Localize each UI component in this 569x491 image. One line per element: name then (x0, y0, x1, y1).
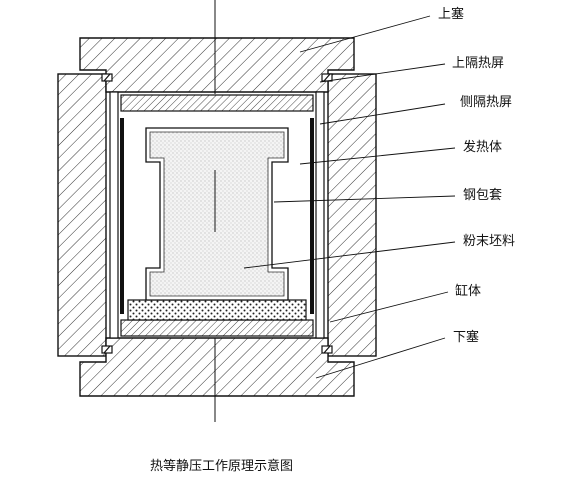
powder-blank (149, 131, 285, 297)
label-side-heat-shield: 侧隔热屏 (460, 95, 513, 110)
bottom-block (127, 299, 307, 321)
upper-heat-shield (120, 94, 314, 112)
label-powder-blank: 粉末坯料 (463, 234, 516, 249)
lower-plug (79, 337, 355, 397)
label-upper-heat-shield: 上隔热屏 (452, 56, 505, 71)
label-lower-plug: 下塞 (453, 330, 480, 345)
label-upper-plug: 上塞 (438, 7, 465, 22)
seal-rings (101, 73, 333, 354)
heater (120, 118, 314, 314)
lower-heat-shield (120, 319, 314, 337)
label-cylinder: 缸体 (455, 284, 482, 299)
diagram-caption: 热等静压工作原理示意图 (150, 459, 294, 474)
upper-plug (79, 37, 355, 93)
label-heater: 发热体 (463, 140, 503, 155)
label-steel-capsule: 钢包套 (463, 188, 503, 203)
cylinder-wall-left (57, 73, 107, 357)
leader-lines (243, 15, 456, 379)
side-heat-shield (109, 91, 325, 339)
